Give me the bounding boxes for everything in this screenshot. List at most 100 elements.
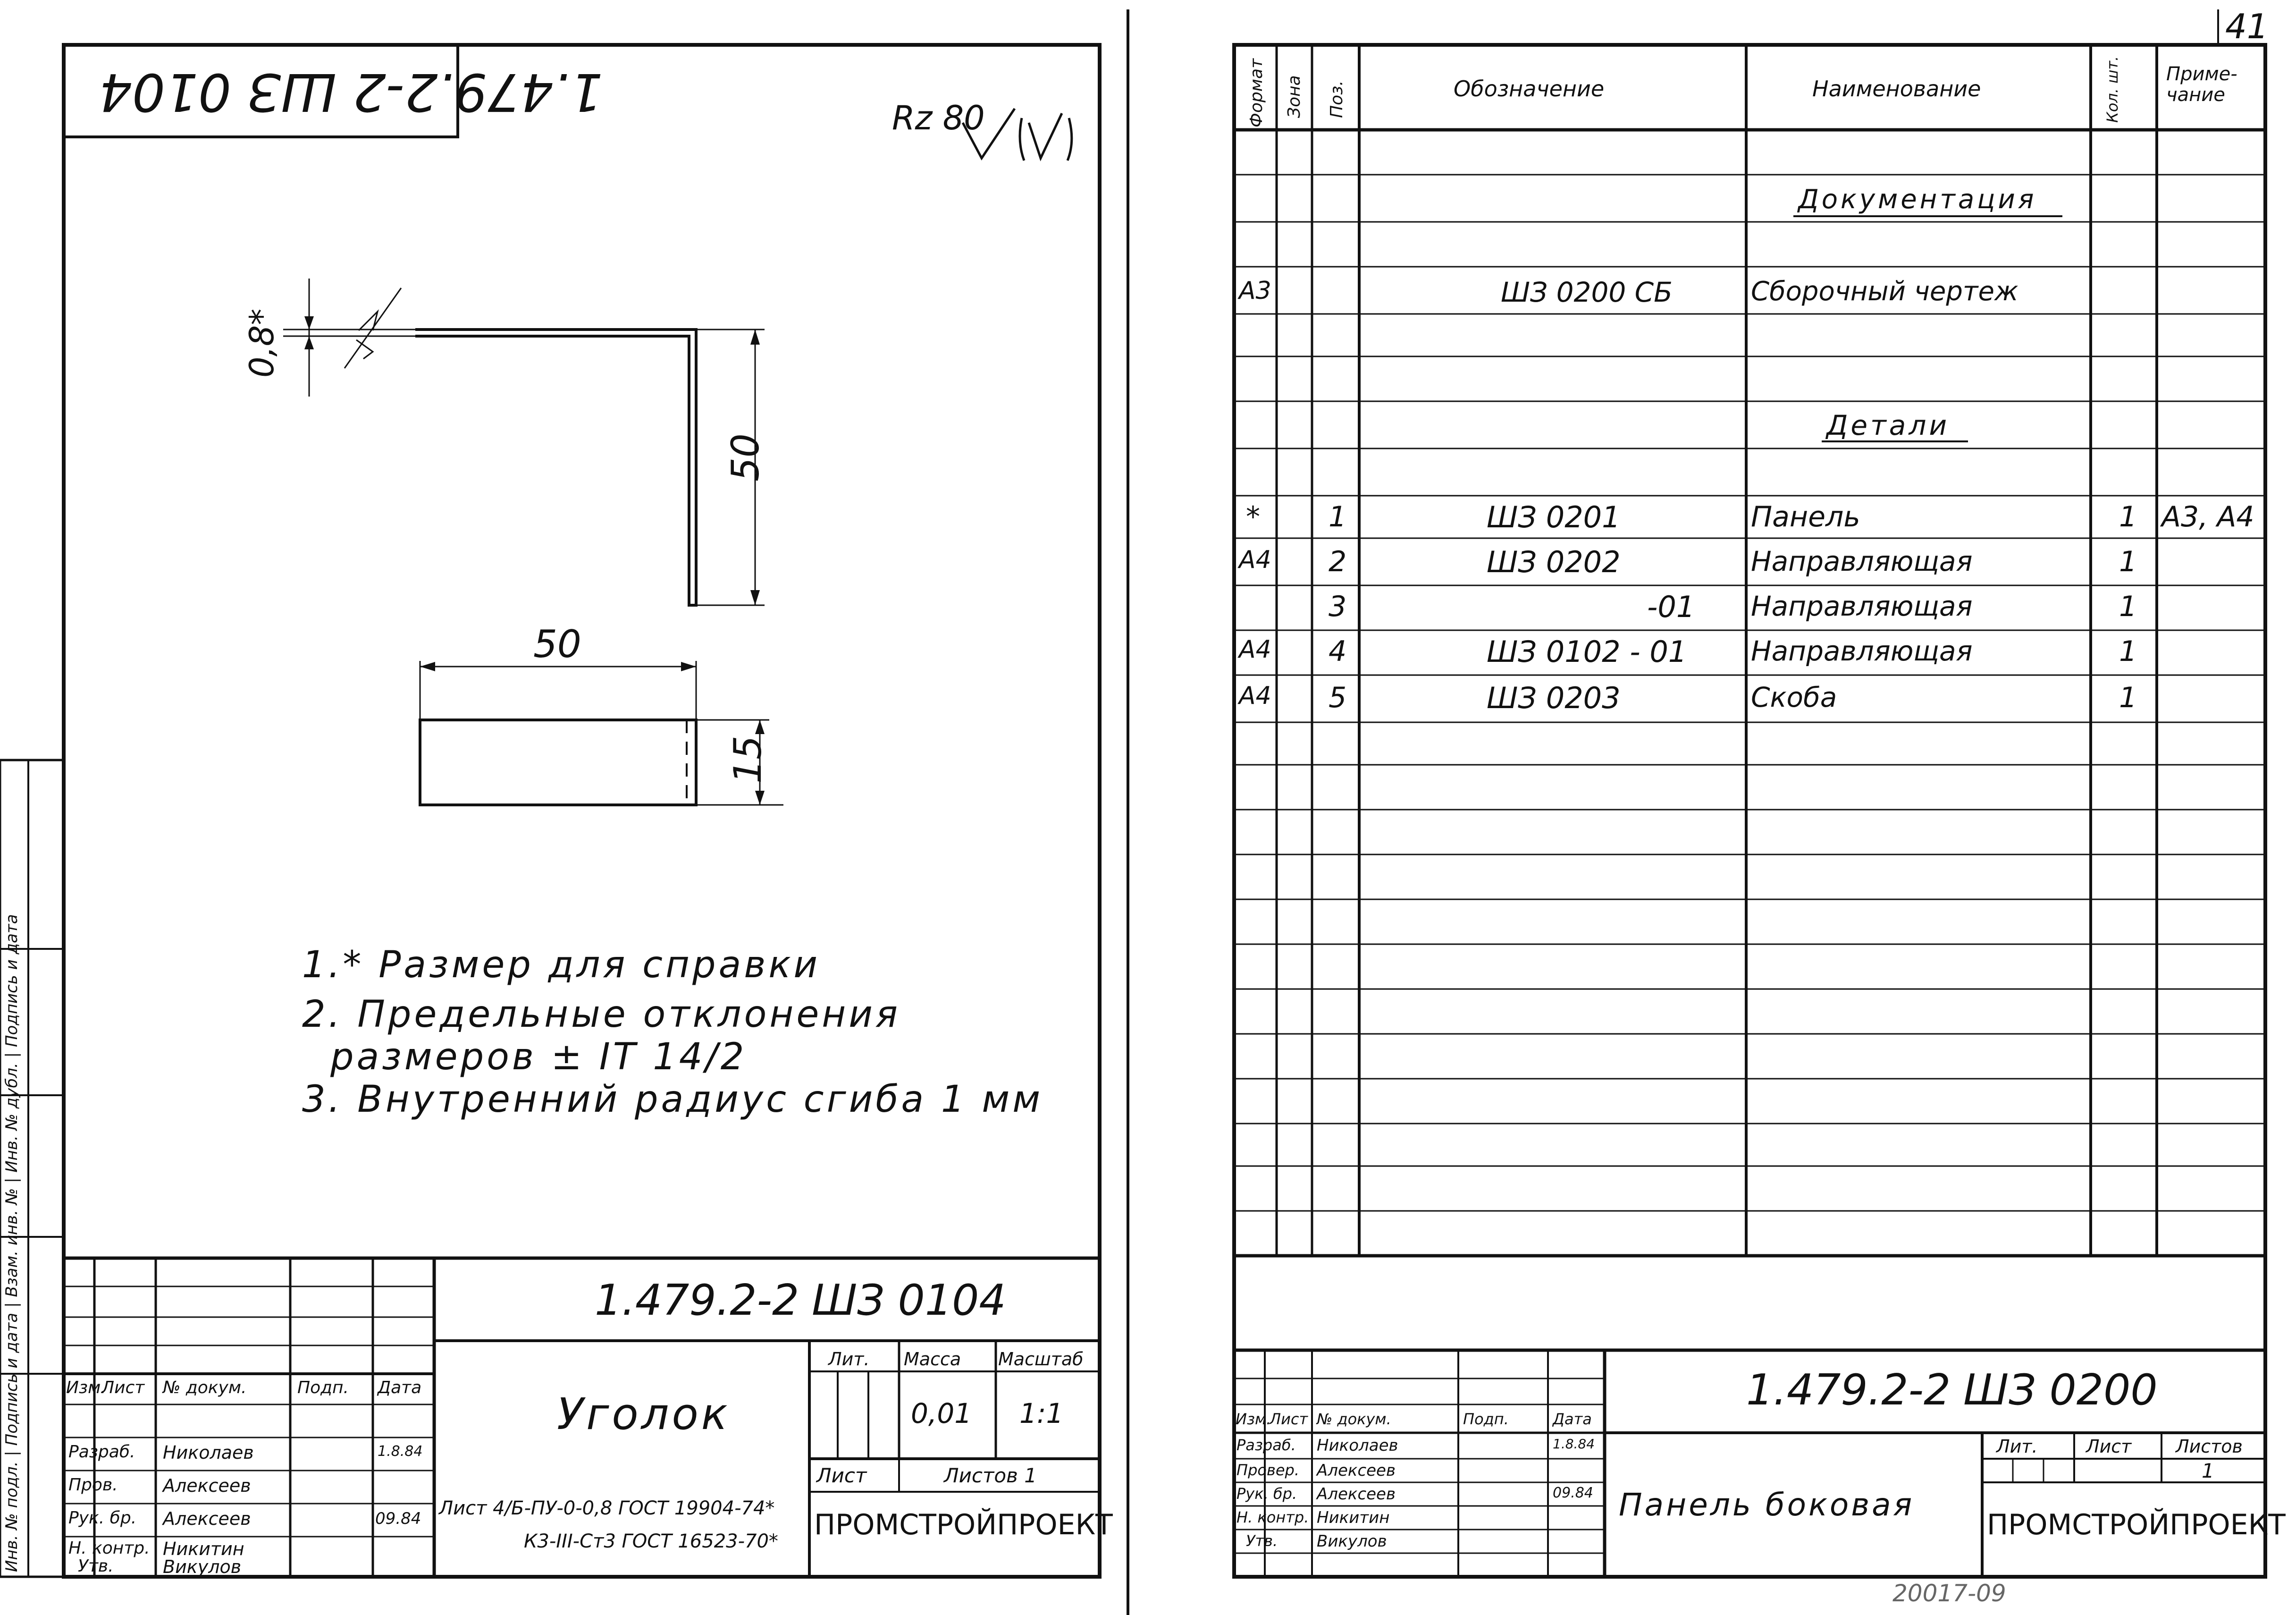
right-name-2: Алексеев	[1317, 1485, 1396, 1504]
row-5-name: Направляющая	[1751, 635, 1973, 667]
right-sheets-label: Листов	[2176, 1436, 2243, 1457]
row-2-pos: 1	[1329, 500, 1347, 533]
left-name-2: Алексеев	[163, 1508, 251, 1529]
row-3-qty: 1	[2119, 545, 2137, 578]
right-header-sign: Подп.	[1463, 1410, 1509, 1428]
row-6-pos: 5	[1329, 681, 1347, 714]
angle-profile	[283, 279, 765, 607]
col-format: Формат	[1247, 58, 1266, 127]
row-5-designation: ШЗ 0102 - 01	[1487, 634, 1687, 669]
dimension-width: 50	[533, 622, 581, 666]
note-2-continued: размеров ± IT 14/2	[330, 1036, 747, 1078]
right-role-0: Разраб.	[1236, 1436, 1296, 1454]
side-stamp	[0, 759, 65, 1578]
left-name-3: Никитин	[163, 1539, 244, 1559]
left-header-doc: № докум.	[163, 1378, 247, 1397]
left-doc-code: ШЗ 0104	[812, 1276, 1006, 1325]
row-3-name: Направляющая	[1751, 545, 1973, 577]
side-stamp-text: Инв. № подл. | Подпись и дата | Взам. ин…	[2, 914, 21, 1572]
right-name-4: Викулов	[1317, 1532, 1387, 1551]
angle-side-view	[419, 661, 783, 806]
left-mass-value: 0,01	[911, 1397, 972, 1429]
row-2-designation: ШЗ 0201	[1487, 500, 1621, 534]
right-header-list: Лист	[1270, 1410, 1308, 1428]
col-pos: Поз.	[1327, 80, 1346, 118]
left-mass-label: Масса	[904, 1349, 961, 1370]
row-4-qty: 1	[2119, 590, 2137, 623]
right-part-title: Панель боковая	[1619, 1487, 1915, 1523]
col-zone: Зона	[1285, 75, 1304, 118]
row-5-format: А4	[1239, 635, 1271, 664]
left-header-list: Лист	[101, 1378, 145, 1397]
row-6-qty: 1	[2119, 681, 2137, 714]
note-1: 1.* Размер для справки	[302, 944, 821, 986]
bottom-archive-number: 20017-09	[1892, 1580, 2006, 1607]
right-lit-label: Лит.	[1996, 1436, 2038, 1457]
left-material-line-1: Лист 4/Б-ПУ-0-0,8 ГОСТ 19904-74*	[439, 1497, 775, 1519]
left-name-4: Викулов	[163, 1556, 242, 1577]
note-3: 3. Внутренний радиус сгиба 1 мм	[302, 1078, 1043, 1121]
right-name-3: Никитин	[1317, 1508, 1390, 1527]
page-number: 41	[2225, 7, 2269, 46]
row-3-designation: ШЗ 0202	[1487, 545, 1621, 579]
right-role-2: Рук. бр.	[1236, 1485, 1297, 1503]
row-2-qty: 1	[2119, 500, 2137, 533]
rotated-code-box	[62, 43, 459, 138]
row-2-note: А3, А4	[2161, 500, 2254, 533]
left-role-1: Пров.	[68, 1475, 118, 1495]
left-sheet-frame	[62, 43, 1102, 1579]
roughness-symbol	[961, 108, 1073, 161]
left-header-sign: Подп.	[297, 1378, 349, 1397]
right-header-izm: Изм.	[1236, 1410, 1271, 1428]
dimension-thickness: 0,8*	[243, 308, 281, 378]
left-date-0: 1.8.84	[378, 1443, 423, 1460]
row-5-qty: 1	[2119, 635, 2137, 668]
row-6-name: Скоба	[1751, 681, 1837, 713]
col-note: Приме-чание	[2166, 63, 2237, 106]
rotated-drawing-code: 1.479.2-2 ШЗ 0104	[99, 62, 603, 122]
row-5-pos: 4	[1329, 635, 1347, 668]
left-organization: ПРОМСТРОЙПРОЕКТ	[814, 1508, 1113, 1541]
row-3-format: А4	[1239, 546, 1271, 574]
right-role-1: Провер.	[1236, 1461, 1299, 1479]
row-3-pos: 2	[1329, 545, 1347, 578]
left-header-date: Дата	[378, 1378, 422, 1397]
roughness-label: Rz 80	[892, 99, 985, 137]
right-doc-number: 1.479.2-2	[1746, 1365, 1951, 1415]
left-header-izm: Изм.	[66, 1378, 106, 1397]
left-role-3: Н. контр.	[68, 1539, 150, 1558]
left-material-line-2: К3-III-Ст3 ГОСТ 16523-70*	[524, 1530, 778, 1552]
row-4-pos: 3	[1329, 590, 1347, 623]
row-6-designation: ШЗ 0203	[1487, 681, 1621, 715]
row-4-designation: -01	[1647, 590, 1695, 624]
left-lit-label: Лит.	[828, 1349, 870, 1370]
left-part-title: Уголок	[557, 1389, 731, 1439]
row-1-designation: ШЗ 0200 СБ	[1501, 276, 1673, 308]
right-title-block-grid	[1234, 1348, 2265, 1577]
left-role-2: Рук. бр.	[68, 1508, 137, 1528]
left-doc-number: 1.479.2-2	[595, 1276, 799, 1325]
right-name-0: Николаев	[1317, 1436, 1398, 1455]
row-6-format: А4	[1239, 682, 1271, 710]
left-name-0: Николаев	[163, 1442, 254, 1463]
left-sheet-label: Лист	[816, 1464, 867, 1487]
left-date-2: 09.84	[375, 1509, 421, 1528]
col-name: Наименование	[1812, 76, 1981, 101]
left-title-block-grid	[64, 1256, 1100, 1577]
right-sheet-frame	[1232, 43, 2267, 1579]
right-role-4: Утв.	[1246, 1532, 1278, 1550]
right-doc-code: ШЗ 0200	[1963, 1365, 2158, 1415]
right-header-doc: № докум.	[1317, 1410, 1391, 1428]
right-date-0: 1.8.84	[1553, 1436, 1595, 1452]
row-1-name: Сборочный чертеж	[1751, 276, 2018, 307]
right-name-1: Алексеев	[1317, 1461, 1396, 1480]
left-role-4: Утв.	[78, 1556, 114, 1576]
note-2: 2. Предельные отклонения	[302, 993, 900, 1036]
right-sheet-label: Лист	[2086, 1436, 2132, 1457]
left-sheets-label: Листов 1	[944, 1464, 1037, 1487]
dimension-depth: 15	[726, 736, 770, 784]
row-2-name: Панель	[1751, 500, 1860, 533]
left-name-1: Алексеев	[163, 1475, 251, 1496]
col-qty: Кол. шт.	[2103, 56, 2121, 123]
